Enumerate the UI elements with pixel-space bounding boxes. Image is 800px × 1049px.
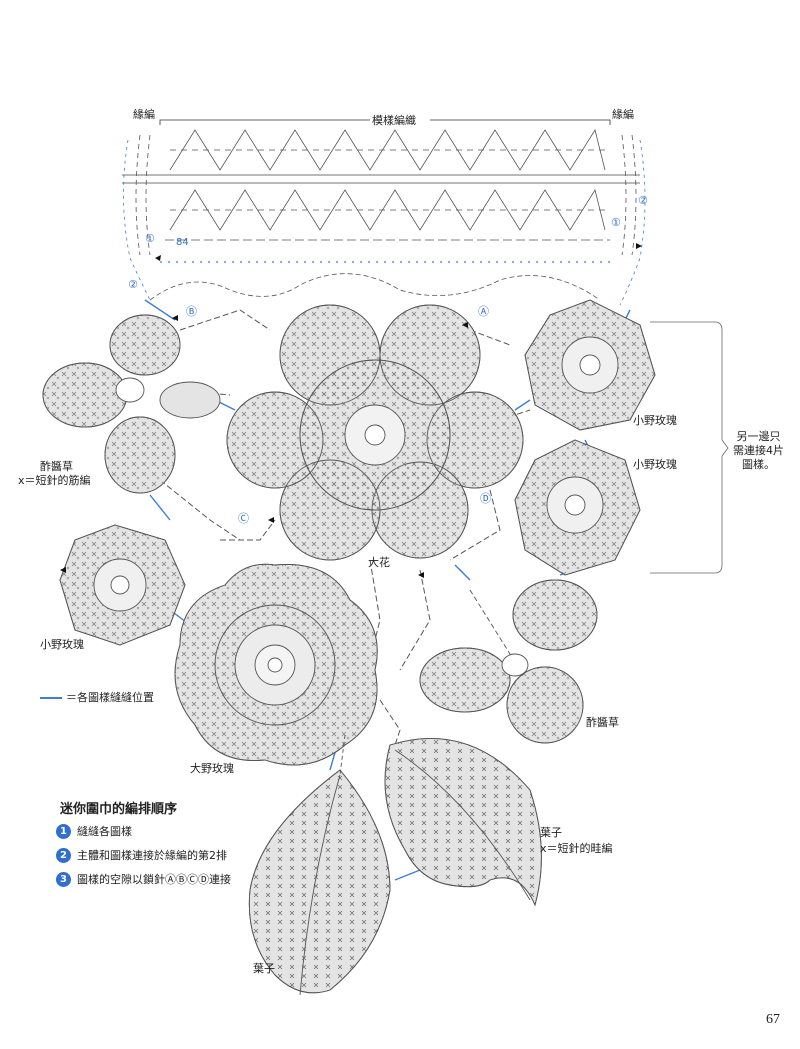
- edge-label-right: 緣編: [612, 108, 634, 121]
- step-text-1: 縫縫各圖樣: [77, 825, 132, 838]
- stitch-count-marker: 84: [176, 237, 189, 248]
- row2-marker-right: ②: [638, 194, 648, 207]
- instruction-step-2: 2 主體和圖樣連接於緣編的第2排: [56, 847, 227, 863]
- step-number-3: 3: [56, 871, 71, 887]
- big-flower-label: 大花: [368, 556, 390, 569]
- big-rose-motif: [174, 563, 378, 766]
- row1-marker-right: ①: [611, 216, 621, 229]
- join-marker-d: Ⓓ: [480, 492, 491, 505]
- chain-connectors: [159, 309, 531, 761]
- instruction-step-3: 3 圖樣的空隙以鎖針ⒶⒷⒸⒹ連接: [56, 871, 231, 887]
- join-marker-a: Ⓐ: [478, 305, 489, 318]
- clover-right-label: 酢醬草: [586, 716, 619, 729]
- instruction-step-1: 1 縫縫各圖樣: [56, 823, 132, 839]
- side-bracket: [650, 321, 729, 574]
- pattern-band: [122, 119, 646, 306]
- pattern-label: 模樣編織: [372, 114, 416, 127]
- join-marker-b: Ⓑ: [186, 305, 197, 318]
- step-number-1: 1: [56, 823, 71, 839]
- row1-marker-left: ①: [145, 232, 155, 245]
- leaf-motif-left: [248, 734, 391, 996]
- leaf-motif-right: [384, 738, 542, 907]
- small-rose-right-1-label: 小野玫瑰: [633, 414, 677, 427]
- big-rose-label: 大野玫瑰: [190, 762, 234, 775]
- small-rose-motif-left: [59, 524, 186, 646]
- page-number: 67: [766, 1012, 780, 1027]
- clover-left-note: ⅹ＝短針的筋編: [18, 474, 91, 487]
- clover-left-label: 酢醬草: [40, 460, 73, 473]
- step-text-2: 主體和圖樣連接於緣編的第2排: [77, 849, 227, 862]
- small-rose-left-label: 小野玫瑰: [40, 638, 84, 651]
- step-text-3: 圖樣的空隙以鎖針ⒶⒷⒸⒹ連接: [77, 873, 231, 886]
- side-note-line-3: 圖樣。: [742, 458, 775, 471]
- join-triangles: [60, 243, 642, 578]
- step-number-2: 2: [56, 847, 71, 863]
- small-rose-right-2-label: 小野玫瑰: [633, 458, 677, 471]
- edge-label-left: 緣編: [133, 108, 155, 121]
- small-rose-motif-right-2: [514, 439, 641, 576]
- seam-legend-line: [40, 697, 62, 699]
- small-rose-motif-right-1: [524, 299, 656, 431]
- leaf-right-label: 葉子: [540, 826, 562, 839]
- clover-motif-right: [419, 579, 598, 744]
- join-marker-c: Ⓒ: [238, 512, 249, 525]
- leaf-left-label: 葉子: [253, 962, 275, 975]
- row2-marker-left: ②: [128, 278, 138, 291]
- leaf-right-note: ⅹ＝短針的畦編: [540, 842, 613, 855]
- side-note: 另一邊只 需連接4片 圖樣。: [733, 430, 784, 472]
- seam-legend-label: ＝各圖樣縫縫位置: [66, 691, 154, 704]
- side-note-line-1: 另一邊只: [736, 430, 781, 443]
- side-note-line-2: 需連接4片: [733, 444, 784, 457]
- instructions-title: 迷你圍巾的編排順序: [60, 802, 178, 817]
- clover-motif-left: [42, 314, 221, 494]
- big-flower-motif: [226, 304, 524, 561]
